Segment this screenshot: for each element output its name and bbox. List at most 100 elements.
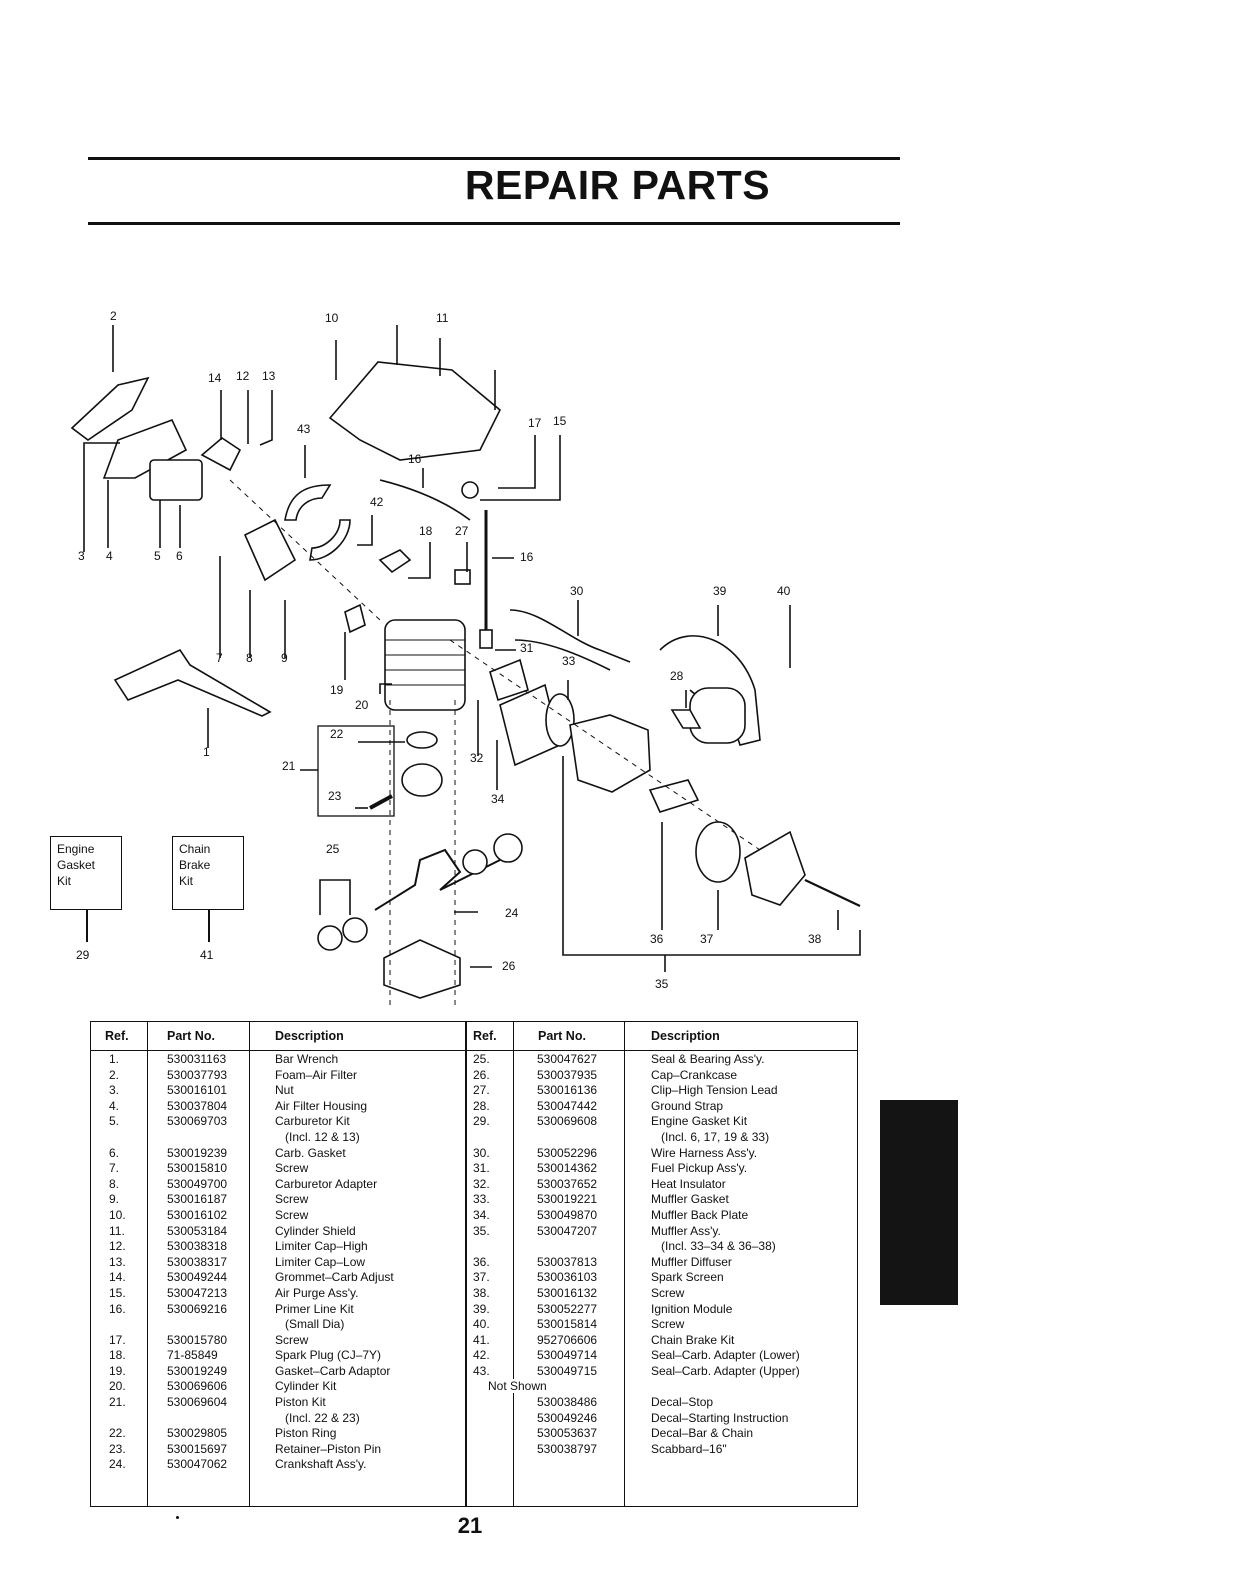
cell-ref: 27. bbox=[473, 1083, 490, 1098]
cell-part: 530015780 bbox=[167, 1332, 228, 1347]
cell-desc: Muffler Gasket bbox=[651, 1192, 729, 1207]
callout-number: 39 bbox=[713, 584, 727, 598]
engine-gasket-kit-leader bbox=[86, 910, 88, 942]
cell-desc: (Incl. 6, 17, 19 & 33) bbox=[661, 1129, 770, 1144]
cell-ref: 43. bbox=[473, 1363, 490, 1378]
cell-ref: 35. bbox=[473, 1223, 490, 1238]
callout-number: 27 bbox=[455, 524, 469, 538]
callout-number: 1 bbox=[203, 745, 210, 759]
cell-desc: Screw bbox=[651, 1285, 685, 1300]
cell-desc: Screw bbox=[275, 1161, 309, 1176]
ground-strap-part bbox=[670, 709, 702, 729]
cell-part: 530049870 bbox=[537, 1207, 598, 1222]
cell-part: 530049244 bbox=[167, 1270, 228, 1285]
cell-ref: 28. bbox=[473, 1098, 490, 1113]
crankcase-cap-part bbox=[383, 939, 461, 999]
cell-part: 530038486 bbox=[537, 1395, 598, 1410]
callout-number: 32 bbox=[470, 751, 484, 765]
cell-desc: Limiter Cap–High bbox=[275, 1239, 368, 1254]
cell-ref: 40. bbox=[473, 1317, 490, 1332]
cell-ref: 10. bbox=[109, 1207, 126, 1222]
callout-number: 7 bbox=[216, 651, 223, 665]
cell-part: 530047627 bbox=[537, 1052, 598, 1066]
muffler-housing-part bbox=[569, 714, 651, 793]
cell-part: 530014362 bbox=[537, 1161, 598, 1176]
exploded-parts-diagram: 2101114121343161715345642182716303940789… bbox=[70, 309, 861, 1005]
cell-desc: Decal–Bar & Chain bbox=[651, 1426, 754, 1441]
callout-number: 35 bbox=[655, 977, 669, 991]
cell-desc: Foam–Air Filter bbox=[275, 1067, 358, 1082]
cell-ref: 8. bbox=[109, 1176, 120, 1191]
callout-number: 43 bbox=[297, 422, 311, 436]
table-row: (Incl. 33–34 & 36–38) bbox=[467, 1239, 857, 1255]
cell-desc: (Incl. 22 & 23) bbox=[285, 1410, 360, 1425]
cell-ref: 24. bbox=[109, 1457, 126, 1472]
callout-number: 34 bbox=[491, 792, 505, 806]
cell-part: 530069216 bbox=[167, 1301, 228, 1316]
cell-desc: (Incl. 12 & 13) bbox=[285, 1129, 360, 1144]
callout-number: 30 bbox=[570, 584, 584, 598]
primer-line-part bbox=[379, 479, 471, 521]
cell-ref: 6. bbox=[109, 1145, 120, 1160]
cell-ref: 11. bbox=[109, 1223, 125, 1238]
cell-ref: 32. bbox=[473, 1176, 490, 1191]
carburetor-part bbox=[149, 459, 203, 501]
cell-ref: 19. bbox=[109, 1363, 126, 1378]
table-row: (Incl. 12 & 13) bbox=[91, 1130, 465, 1146]
callout-number: 4 bbox=[106, 549, 113, 563]
callout-number: 5 bbox=[154, 549, 161, 563]
callout-number: 20 bbox=[355, 698, 369, 712]
cell-desc: Cylinder Shield bbox=[275, 1223, 356, 1238]
cell-ref: 7. bbox=[109, 1161, 120, 1176]
callout-number: 42 bbox=[370, 495, 384, 509]
cell-part: 530069606 bbox=[167, 1379, 228, 1394]
cell-part: 530016132 bbox=[537, 1285, 598, 1300]
cell-desc: Muffler Ass'y. bbox=[651, 1223, 721, 1238]
cell-ref: 20. bbox=[109, 1379, 126, 1394]
cell-ref: 23. bbox=[109, 1441, 126, 1456]
cell-ref: 15. bbox=[109, 1285, 126, 1300]
cell-desc: (Small Dia) bbox=[285, 1317, 345, 1332]
cell-part: 530038797 bbox=[537, 1441, 598, 1456]
cylinder-shield-part bbox=[328, 361, 501, 461]
page-number: 21 bbox=[457, 1513, 483, 1538]
cell-ref: 16. bbox=[109, 1301, 126, 1316]
chain-brake-kit-ref: 41 bbox=[200, 948, 214, 962]
seal-lower-part bbox=[309, 519, 351, 561]
air-purge-part bbox=[461, 481, 479, 499]
not-shown-label: Not Shown bbox=[486, 1379, 549, 1393]
cell-part: 530016136 bbox=[537, 1083, 598, 1098]
callout-number: 28 bbox=[670, 669, 684, 683]
foam-air-filter-part bbox=[70, 376, 150, 441]
piston-ring-part bbox=[406, 731, 438, 749]
air-filter-housing-part bbox=[102, 418, 188, 479]
table-row: (Small Dia) bbox=[91, 1317, 465, 1333]
seal-upper-part bbox=[284, 484, 332, 521]
header-ref-right: Ref. bbox=[473, 1029, 497, 1043]
cell-desc: Air Filter Housing bbox=[275, 1098, 368, 1113]
bar-wrench-part bbox=[113, 648, 272, 717]
cell-part: 530049246 bbox=[537, 1410, 598, 1425]
callout-number: 26 bbox=[502, 959, 516, 973]
cell-part: 530037813 bbox=[537, 1254, 598, 1269]
cell-ref: 36. bbox=[473, 1254, 490, 1269]
callout-number: 33 bbox=[562, 654, 576, 668]
cell-part: 530019239 bbox=[167, 1145, 228, 1160]
cell-part: 530019221 bbox=[537, 1192, 598, 1207]
cell-part: 71-85849 bbox=[167, 1348, 218, 1363]
